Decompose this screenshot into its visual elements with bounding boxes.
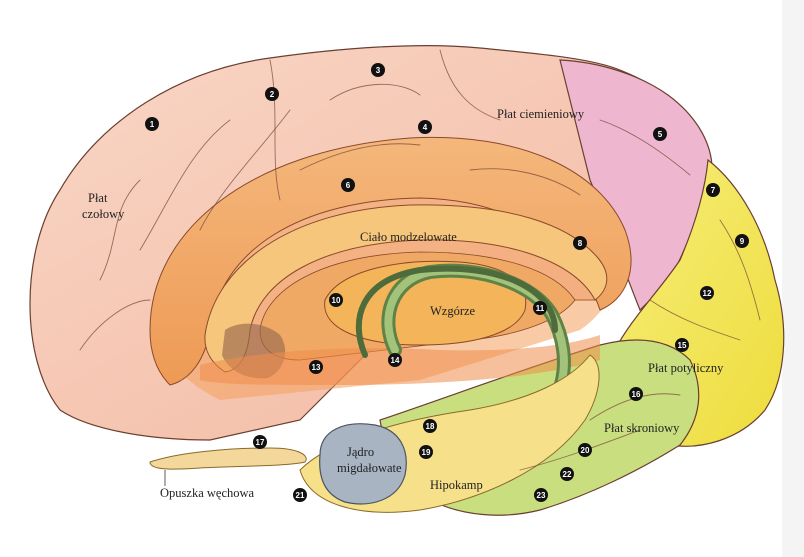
label-frontal-line1: Płat (88, 191, 108, 205)
marker-17: 17 (253, 435, 267, 449)
svg-text:8: 8 (578, 239, 583, 248)
svg-text:1: 1 (150, 120, 155, 129)
marker-20: 20 (578, 443, 592, 457)
svg-text:4: 4 (423, 123, 428, 132)
label-hippocampus: Hipokamp (430, 478, 483, 492)
label-occipital: Płat potyliczny (648, 361, 724, 375)
marker-14: 14 (388, 353, 402, 367)
svg-text:5: 5 (658, 130, 663, 139)
svg-text:20: 20 (581, 446, 590, 455)
marker-8: 8 (573, 236, 587, 250)
marker-22: 22 (560, 467, 574, 481)
svg-text:6: 6 (346, 181, 351, 190)
svg-text:16: 16 (632, 390, 641, 399)
svg-text:17: 17 (256, 438, 265, 447)
label-olfactory-bulb: Opuszka węchowa (160, 486, 255, 500)
svg-text:22: 22 (563, 470, 572, 479)
svg-text:18: 18 (426, 422, 435, 431)
label-amygdala-line1: Jądro (347, 445, 374, 459)
thalamus (324, 260, 527, 346)
marker-18: 18 (423, 419, 437, 433)
label-thalamus: Wzgórze (430, 304, 476, 318)
marker-5: 5 (653, 127, 667, 141)
marker-2: 2 (265, 87, 279, 101)
svg-text:19: 19 (422, 448, 431, 457)
marker-3: 3 (371, 63, 385, 77)
stria-terminalis (355, 265, 558, 358)
svg-text:21: 21 (296, 491, 305, 500)
label-amygdala-line2: migdałowate (337, 461, 402, 475)
olfactory-bulb (149, 447, 307, 470)
svg-text:9: 9 (740, 237, 745, 246)
marker-1: 1 (145, 117, 159, 131)
marker-7: 7 (706, 183, 720, 197)
marker-11: 11 (533, 301, 547, 315)
svg-text:7: 7 (711, 186, 716, 195)
label-corpus-callosum: Ciało modzelowate (360, 230, 457, 244)
svg-text:3: 3 (376, 66, 381, 75)
svg-text:12: 12 (703, 289, 712, 298)
svg-text:15: 15 (678, 341, 687, 350)
marker-12: 12 (700, 286, 714, 300)
markers: 1 2 3 4 5 6 7 8 9 10 11 12 13 14 15 16 1… (145, 63, 749, 502)
marker-15: 15 (675, 338, 689, 352)
marker-4: 4 (418, 120, 432, 134)
svg-text:11: 11 (536, 304, 545, 313)
amygdala (319, 423, 407, 505)
marker-23: 23 (534, 488, 548, 502)
marker-16: 16 (629, 387, 643, 401)
marker-21: 21 (293, 488, 307, 502)
label-parietal: Płat ciemieniowy (497, 107, 585, 121)
marker-9: 9 (735, 234, 749, 248)
label-temporal: Płat skroniowy (604, 421, 680, 435)
marker-6: 6 (341, 178, 355, 192)
svg-text:2: 2 (270, 90, 275, 99)
svg-text:23: 23 (537, 491, 546, 500)
svg-text:14: 14 (391, 356, 400, 365)
image-edge-strip (782, 0, 804, 557)
marker-10: 10 (329, 293, 343, 307)
marker-19: 19 (419, 445, 433, 459)
svg-text:13: 13 (312, 363, 321, 372)
region-labels: Płat czołowy Płat ciemieniowy Ciało modz… (82, 107, 724, 500)
label-frontal-line2: czołowy (82, 207, 125, 221)
svg-text:10: 10 (332, 296, 341, 305)
marker-13: 13 (309, 360, 323, 374)
